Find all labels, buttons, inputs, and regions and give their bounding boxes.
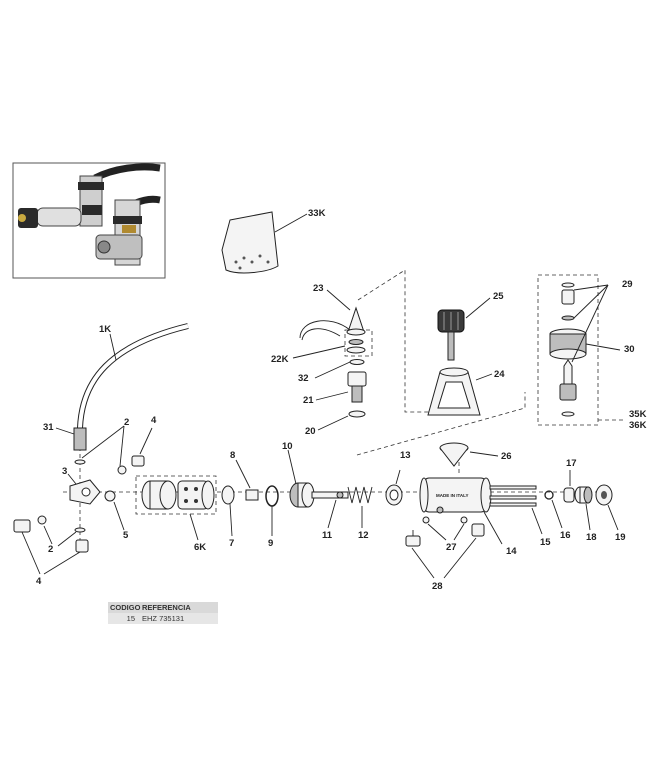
label-23: 23 bbox=[313, 283, 324, 294]
second-stage-body: MADE IN ITALY 14 15 16 17 18 19 bbox=[419, 458, 626, 557]
body-marking: MADE IN ITALY bbox=[436, 493, 469, 498]
label-36k: 36K bbox=[629, 420, 647, 431]
label-1k: 1K bbox=[99, 324, 111, 335]
label-6k: 6K bbox=[194, 542, 206, 553]
inset-photo bbox=[12, 162, 166, 279]
reference-table: CODIGO REFERENCIA 15 EHZ 735131 bbox=[108, 602, 218, 624]
label-28: 28 bbox=[432, 581, 443, 592]
label-5: 5 bbox=[123, 530, 129, 541]
label-31: 31 bbox=[43, 422, 54, 433]
label-32: 32 bbox=[298, 373, 309, 384]
label-15: 15 bbox=[540, 537, 551, 548]
label-16: 16 bbox=[560, 530, 571, 541]
label-18: 18 bbox=[586, 532, 597, 543]
label-27: 27 bbox=[446, 542, 457, 553]
reference-header: REFERENCIA bbox=[142, 603, 191, 612]
label-17: 17 bbox=[566, 458, 577, 469]
label-12: 12 bbox=[358, 530, 369, 541]
label-21: 21 bbox=[303, 395, 314, 406]
label-26: 26 bbox=[501, 451, 512, 462]
label-22k: 22K bbox=[271, 354, 289, 365]
label-8: 8 bbox=[230, 450, 235, 461]
code-value: 15 bbox=[126, 614, 135, 623]
code-header: CODIGO bbox=[110, 603, 141, 612]
label-7: 7 bbox=[229, 538, 234, 549]
label-4a: 4 bbox=[151, 415, 157, 426]
label-29: 29 bbox=[622, 279, 633, 290]
label-3: 3 bbox=[62, 466, 67, 477]
hose-and-inlet-parts: 1K 31 2 4 3 5 2 4 bbox=[13, 323, 189, 587]
label-35k: 35K bbox=[629, 409, 647, 420]
label-20: 20 bbox=[305, 426, 316, 437]
label-4b: 4 bbox=[36, 576, 42, 587]
label-30: 30 bbox=[624, 344, 635, 355]
label-9: 9 bbox=[268, 538, 273, 549]
label-2a: 2 bbox=[124, 417, 129, 428]
reference-value: EHZ 735131 bbox=[142, 614, 185, 623]
main-body-parts: 6K 7 8 9 10 11 12 13 bbox=[141, 441, 411, 553]
valve-kit-parts: 29 30 35K 36K bbox=[549, 279, 647, 431]
bag-kit-part: 33K bbox=[221, 208, 326, 274]
label-24: 24 bbox=[494, 369, 505, 380]
label-19: 19 bbox=[615, 532, 626, 543]
label-2b: 2 bbox=[48, 544, 53, 555]
label-11: 11 bbox=[322, 530, 333, 541]
label-33k: 33K bbox=[308, 208, 326, 219]
label-13: 13 bbox=[400, 450, 411, 461]
yoke-screw-parts: 25 24 26 bbox=[427, 291, 512, 467]
label-10: 10 bbox=[282, 441, 293, 452]
label-14: 14 bbox=[506, 546, 517, 557]
cap-and-nipple-parts: 23 22K 32 21 20 bbox=[271, 283, 367, 437]
label-25: 25 bbox=[493, 291, 504, 302]
screw-parts: 27 28 bbox=[405, 516, 485, 592]
